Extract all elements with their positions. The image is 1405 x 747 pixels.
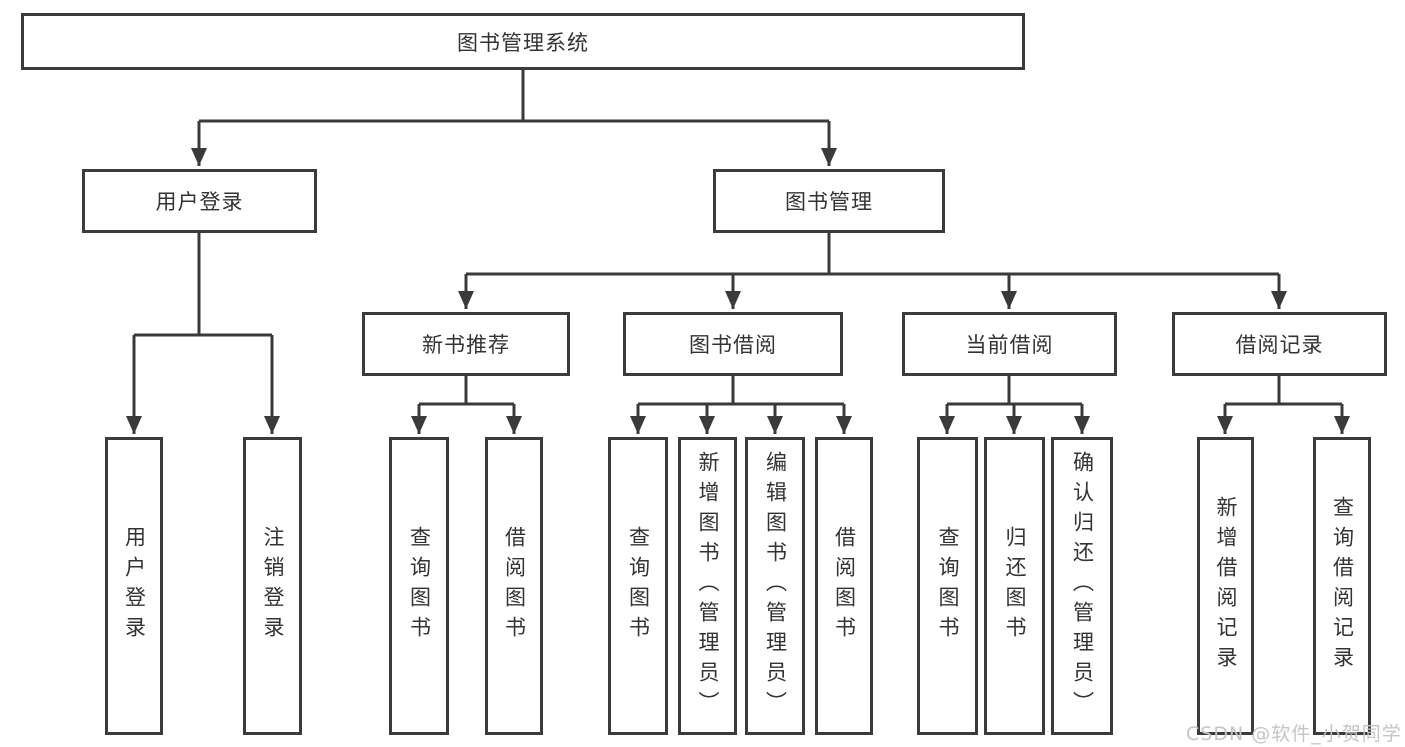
csdn-watermark: CSDN @软件_小贺同学: [1186, 723, 1402, 745]
node-label: 图书管理: [785, 190, 873, 214]
node-label: 归还图书: [1003, 526, 1027, 646]
connector-book-mgmt-to-level3: [458, 233, 1287, 309]
leaf-logout: 注销登录: [243, 437, 302, 735]
node-label: 当前借阅: [965, 333, 1054, 357]
node-label: 借阅记录: [1235, 333, 1324, 357]
node-label: 借阅图书: [832, 526, 857, 646]
leaf-add-borrow-record: 新增借阅记录: [1197, 437, 1254, 735]
node-label: 查询图书: [626, 526, 651, 646]
leaf-add-books-admin: 新增图书（管理员）: [678, 437, 737, 735]
node-label: 借阅图书: [502, 526, 527, 646]
leaf-borrow-books: 借阅图书: [815, 437, 873, 735]
leaf-edit-books-admin: 编辑图书（管理员）: [745, 437, 805, 735]
node-label: 查询图书: [407, 526, 432, 646]
node-label: 查询图书: [936, 526, 960, 646]
connector-book-borrow-to-leaves: [630, 376, 852, 434]
node-label: 用户登录: [122, 526, 147, 646]
node-label: 新增图书（管理员）: [696, 451, 720, 721]
node-label: 查询借阅记录: [1330, 496, 1355, 676]
node-label: 新书推荐: [422, 333, 510, 357]
node-label: 注销登录: [261, 526, 285, 646]
node-label: 用户登录: [155, 190, 244, 214]
connector-new-book-rec-to-leaves: [411, 376, 522, 434]
connector-user-login-to-leaves: [126, 233, 280, 434]
leaf-recommend-query-books: 查询图书: [389, 437, 449, 735]
leaf-query-borrow-record: 查询借阅记录: [1313, 437, 1371, 735]
node-borrowing-records: 借阅记录: [1172, 312, 1387, 376]
leaf-confirm-return-admin: 确认归还（管理员）: [1051, 437, 1113, 735]
node-new-book-recommend: 新书推荐: [362, 312, 570, 376]
node-book-management: 图书管理: [713, 169, 945, 233]
node-label: 图书管理系统: [457, 30, 589, 55]
node-book-borrowing: 图书借阅: [623, 312, 843, 376]
connector-borrow-records-to-leaves: [1217, 376, 1350, 434]
leaf-return-books: 归还图书: [984, 437, 1045, 735]
node-user-login: 用户登录: [82, 169, 317, 233]
connector-root-to-level2: [191, 70, 837, 166]
leaf-current-query-books: 查询图书: [917, 437, 978, 735]
node-library-management-system: 图书管理系统: [21, 13, 1025, 70]
connector-current-borrow-to-leaves: [939, 376, 1090, 434]
leaf-user-login: 用户登录: [105, 437, 163, 735]
node-label: 新增借阅记录: [1214, 496, 1238, 676]
node-label: 图书借阅: [689, 333, 777, 357]
node-current-borrowing: 当前借阅: [902, 312, 1117, 376]
node-label: 编辑图书（管理员）: [763, 451, 788, 721]
leaf-recommend-borrow-books: 借阅图书: [485, 437, 543, 735]
leaf-borrow-query-books: 查询图书: [608, 437, 668, 735]
node-label: 确认归还（管理员）: [1070, 451, 1095, 721]
